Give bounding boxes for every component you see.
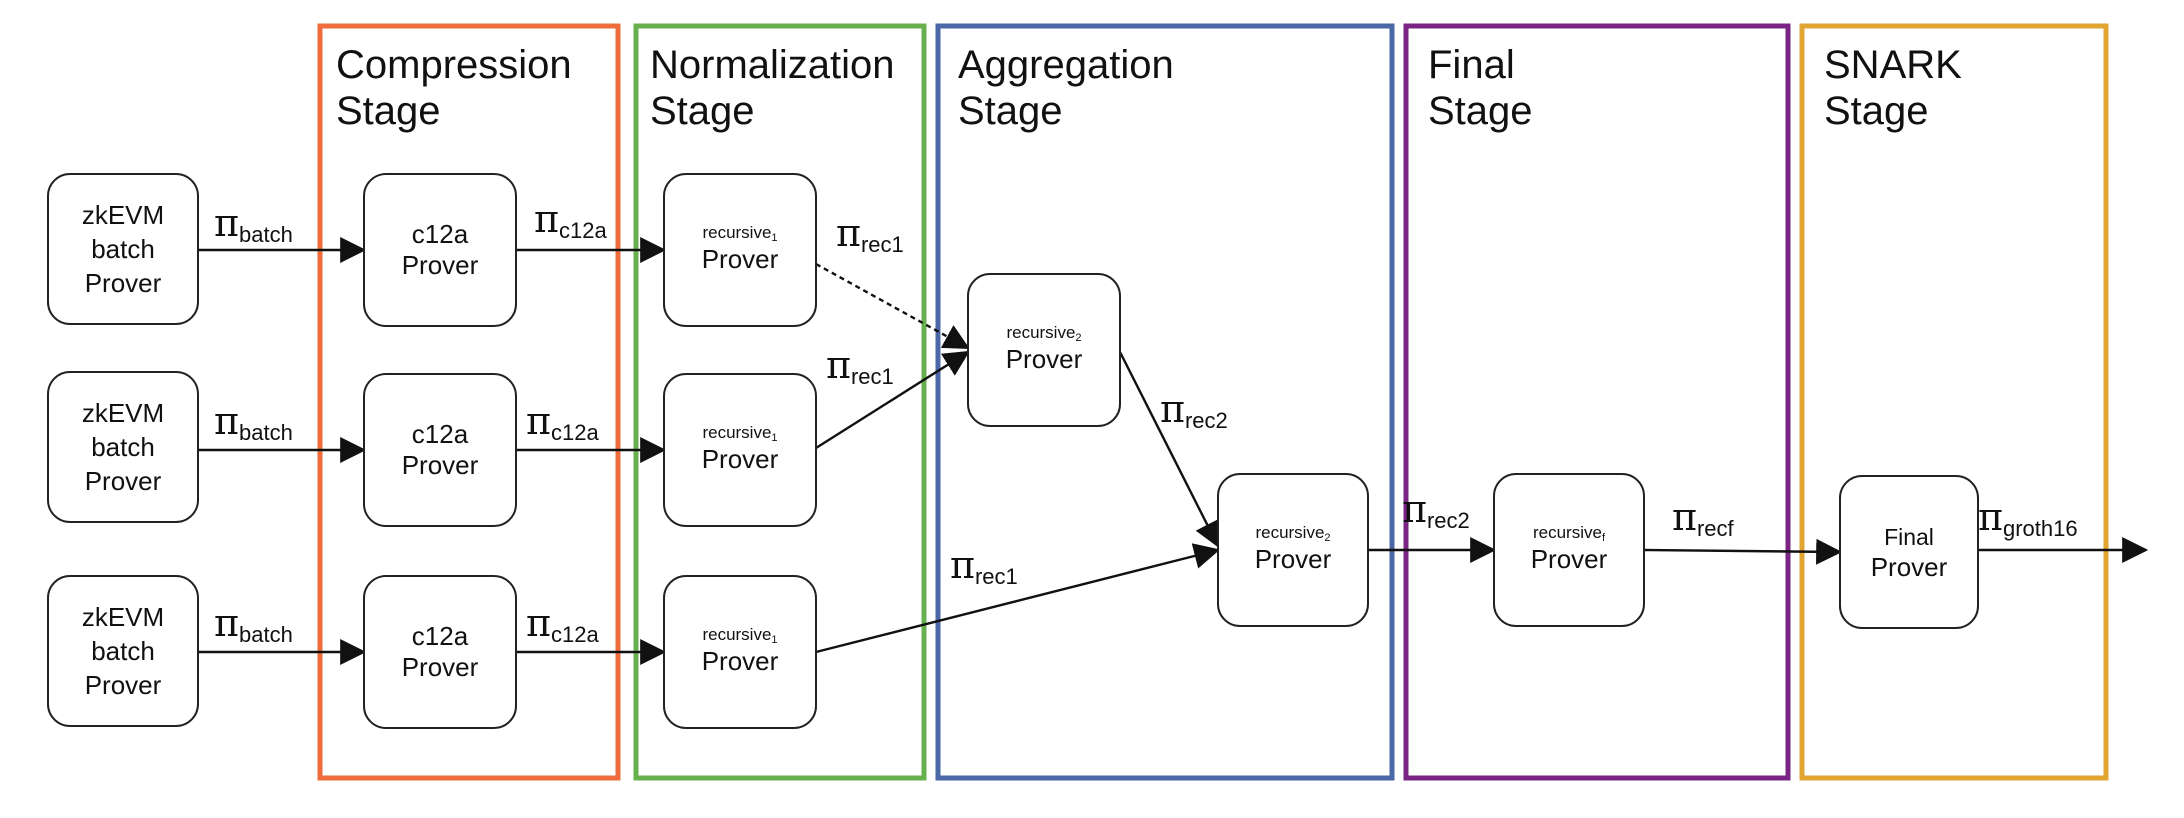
node-line: Prover	[402, 250, 479, 280]
stage-compression-frame	[317, 23, 621, 781]
stage-snark-frame	[1799, 23, 2109, 781]
node-line: Prover	[1006, 344, 1083, 374]
label-pi-c12a-1: πc12a	[534, 197, 607, 243]
label-pi-rec2-a: πrec2	[1160, 387, 1228, 433]
node-small-label: recursive2	[1255, 523, 1330, 544]
node-line: Prover	[1531, 544, 1608, 574]
stage-normalization-subtitle: Stage	[650, 89, 755, 133]
node-c12a-prover-2: c12a Prover	[363, 373, 517, 527]
node-line: Prover	[702, 244, 779, 274]
edge-rec2a-to-rec2b	[1118, 351, 1220, 548]
node-recursive1-prover-2: recursive1 Prover	[663, 373, 817, 527]
stage-aggregation-title: Aggregation	[958, 43, 1174, 87]
node-batch-prover-3: zkEVM batch Prover	[47, 575, 199, 727]
edges	[198, 237, 2149, 665]
stage-final-frame	[1403, 23, 1791, 781]
stage-final: Final Stage	[1403, 23, 1791, 781]
node-box	[1217, 473, 1369, 627]
label-pi-batch-1: πbatch	[214, 201, 293, 247]
node-recursive1-prover-3: recursive1 Prover	[663, 575, 817, 729]
label-pi-recf: πrecf	[1672, 495, 1735, 541]
node-line: c12a	[412, 621, 469, 651]
label-pi-batch-2: πbatch	[214, 399, 293, 445]
stage-aggregation-subtitle: Stage	[958, 89, 1063, 133]
node-batch-prover-1: zkEVM batch Prover	[47, 173, 199, 325]
node-line: Prover	[85, 268, 162, 298]
node-box	[363, 373, 517, 527]
stage-final-subtitle: Stage	[1428, 89, 1533, 133]
node-recursive2-prover-2: recursive2 Prover	[1217, 473, 1369, 627]
node-line: zkEVM	[82, 200, 164, 230]
label-pi-batch-3: πbatch	[214, 601, 293, 647]
node-line: Prover	[1255, 544, 1332, 574]
edge-rec1a-to-rec2a	[815, 262, 970, 350]
stage-normalization-title: Normalization	[650, 43, 895, 87]
stage-compression-title: Compression	[336, 43, 572, 87]
edge-rec1c-to-rec2b	[815, 543, 1221, 654]
label-pi-c12a-3: πc12a	[526, 601, 599, 647]
label-pi-rec1-c: πrec1	[950, 543, 1018, 589]
node-line: Prover	[1871, 552, 1948, 582]
node-recursivef-prover: recursivef Prover	[1493, 473, 1645, 627]
node-small-label: recursive2	[1006, 323, 1081, 344]
node-box	[663, 373, 817, 527]
node-line: batch	[91, 234, 155, 264]
node-small-label: recursivef	[1533, 523, 1606, 544]
stage-compression: Compression Stage	[317, 23, 621, 781]
node-recursive2-prover-1: recursive2 Prover	[967, 273, 1121, 427]
node-line: Prover	[85, 466, 162, 496]
label-pi-groth16: πgroth16	[1978, 495, 2078, 541]
stage-snark: SNARK Stage	[1799, 23, 2109, 781]
stage-aggregation: Aggregation Stage	[935, 23, 1395, 781]
node-c12a-prover-3: c12a Prover	[363, 575, 517, 729]
node-line: batch	[91, 432, 155, 462]
node-line: Prover	[702, 444, 779, 474]
label-pi-rec1-a: πrec1	[836, 211, 904, 257]
node-box	[363, 575, 517, 729]
stage-final-title: Final	[1428, 43, 1515, 87]
node-line: Prover	[85, 670, 162, 700]
label-pi-rec1-b: πrec1	[826, 343, 894, 389]
node-box	[363, 173, 517, 327]
node-box	[663, 575, 817, 729]
node-line: Prover	[702, 646, 779, 676]
stage-aggregation-frame	[935, 23, 1395, 781]
edge-labels: πbatch πbatch πbatch πc12a πc12a πc12a π…	[214, 197, 2078, 647]
label-pi-rec2-b: πrec2	[1402, 487, 1470, 533]
node-box	[1493, 473, 1645, 627]
node-line: c12a	[412, 219, 469, 249]
label-pi-c12a-2: πc12a	[526, 399, 599, 445]
edge-recf-to-finalprover	[1643, 538, 1843, 565]
node-line: Final	[1884, 524, 1934, 550]
node-small-label: recursive1	[702, 223, 777, 244]
node-box	[1839, 475, 1979, 629]
stage-snark-title: SNARK	[1824, 43, 1962, 87]
node-line: batch	[91, 636, 155, 666]
node-batch-prover-2: zkEVM batch Prover	[47, 371, 199, 523]
node-line: Prover	[402, 450, 479, 480]
node-final-prover: Final Prover	[1839, 475, 1979, 629]
node-small-label: recursive1	[702, 423, 777, 444]
node-line: zkEVM	[82, 602, 164, 632]
node-line: zkEVM	[82, 398, 164, 428]
node-box	[47, 173, 199, 325]
node-line: c12a	[412, 419, 469, 449]
node-recursive1-prover-1: recursive1 Prover	[663, 173, 817, 327]
edge-rec1b-to-rec2a	[815, 350, 970, 450]
node-box	[47, 575, 199, 727]
node-small-label: recursive1	[702, 625, 777, 646]
node-box	[663, 173, 817, 327]
stage-snark-subtitle: Stage	[1824, 89, 1929, 133]
stage-normalization-frame	[633, 23, 927, 781]
stage-compression-subtitle: Stage	[336, 89, 441, 133]
node-box	[47, 371, 199, 523]
node-box	[967, 273, 1121, 427]
node-line: Prover	[402, 652, 479, 682]
stage-normalization: Normalization Stage	[633, 23, 927, 781]
node-c12a-prover-1: c12a Prover	[363, 173, 517, 327]
